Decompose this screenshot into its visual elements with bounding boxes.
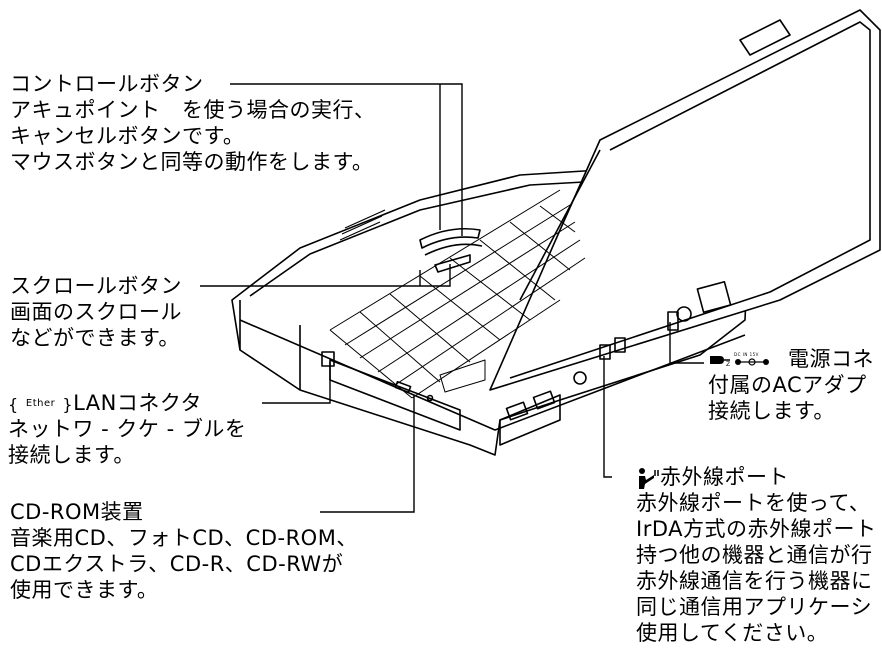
control-buttons — [419, 227, 481, 249]
svg-text:Z: Z — [726, 361, 731, 368]
brace-close: } — [62, 395, 74, 414]
keyboard — [329, 189, 586, 399]
cdrom-desc-1: 音楽用CD、フォトCD、CD-ROM、 — [10, 526, 358, 550]
cdrom-desc-3: 使用できます。 — [10, 578, 159, 602]
svg-text:DC IN 15V: DC IN 15V — [734, 352, 759, 357]
infrared-port-desc-2: IrDA方式の赤外線ポート — [636, 517, 877, 541]
cdrom-desc-2: CDエクストラ、CD-R、CD-RWが — [10, 552, 344, 576]
lan-port — [321, 351, 335, 367]
infrared-port-title: 赤外線ポート — [660, 465, 789, 489]
scroll-button-desc-1: 画面のスクロール — [10, 300, 182, 324]
lan-connector-desc-1: ネットワ - クケ - ブルを — [8, 417, 247, 441]
control-button-desc-2: キャンセルボタンです。 — [10, 124, 245, 148]
scroll-button-desc-2: などができます。 — [10, 326, 180, 350]
power-connector-callout: Z DC IN 15V 電源コネ 付属のACアダプ 接続します。 — [708, 346, 882, 424]
cdrom-title: CD-ROM装置 — [10, 500, 144, 524]
lan-connector-desc-2: 接続します。 — [8, 443, 135, 467]
control-button-callout: コントロールボタン アキュポイント を使う場合の実行、 キャンセルボタンです。 … — [10, 71, 376, 175]
control-button-desc-3: マウスボタンと同等の動作をします。 — [10, 150, 374, 174]
lan-connector-title: LANコネクタ — [73, 391, 203, 415]
power-port — [667, 311, 679, 331]
infrared-port-desc-1: 赤外線ポートを使って、 — [636, 491, 871, 515]
scroll-button-callout: スクロールボタン 画面のスクロール などができます。 — [10, 273, 182, 351]
cdrom-callout: CD-ROM装置 音楽用CD、フォトCD、CD-ROM、 CDエクストラ、CD-… — [10, 499, 358, 603]
infrared-port-desc-3: 持つ他の機器と通信が行 — [636, 543, 873, 567]
lan-connector-callout: { Ether }LANコネクタ ネットワ - クケ - ブルを 接続します。 — [8, 390, 246, 468]
scroll-button-shape — [434, 254, 471, 273]
power-connector-desc-2: 接続します。 — [708, 399, 835, 423]
infrared-port — [599, 344, 611, 360]
dc-in-icon: Z DC IN 15V — [710, 352, 769, 368]
brace-open: { — [8, 395, 19, 414]
power-connector-desc-1: 付属のACアダプ — [708, 373, 867, 397]
leader-lines — [200, 83, 704, 513]
scroll-button-title: スクロールボタン — [10, 274, 182, 298]
infrared-icon — [639, 468, 659, 489]
laptop-lid — [489, 9, 881, 391]
control-button-title: コントロールボタン — [10, 72, 204, 96]
control-button-desc-1: アキュポイント を使う場合の実行、 — [10, 98, 376, 122]
infrared-port-callout: 赤外線ポート 赤外線ポートを使って、 IrDA方式の赤外線ポート 持つ他の機器と… — [636, 464, 882, 646]
infrared-port-desc-5: 同じ通信用アプリケーシ — [636, 595, 873, 619]
infrared-port-desc-6: 使用してください。 — [636, 621, 829, 645]
power-connector-title: 電源コネ — [788, 347, 874, 371]
infrared-port-desc-4: 赤外線通信を行う機器に — [636, 569, 873, 593]
ether-icon: Ether — [25, 398, 56, 409]
